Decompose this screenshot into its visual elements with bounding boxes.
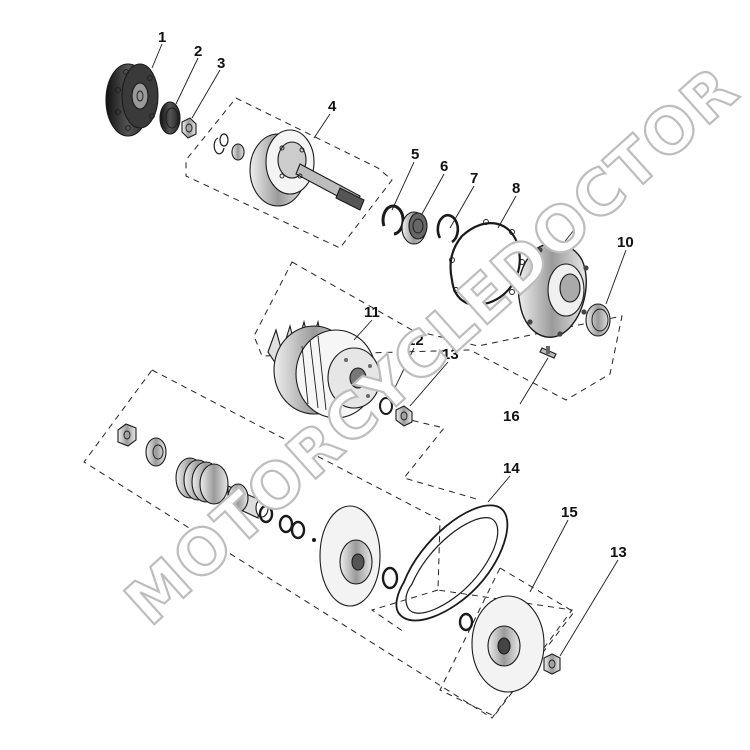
- part-lower-orings: [258, 504, 316, 542]
- callout-16: 16: [503, 408, 520, 425]
- group-outline-4: [185, 97, 393, 249]
- callout-13-lower: 13: [610, 544, 627, 561]
- part-12-washer: [379, 397, 393, 415]
- part-2-oil-seal: [159, 101, 181, 135]
- callout-3: 3: [217, 55, 225, 72]
- callout-1: 1: [158, 29, 166, 46]
- callout-14: 14: [503, 460, 520, 477]
- callout-15: 15: [561, 504, 578, 521]
- part-4-shaft-drum: [213, 129, 365, 211]
- part-6-bearing: [401, 211, 428, 245]
- part-9-gear-cover: [517, 241, 589, 338]
- part-13-nut-lower: [543, 653, 561, 675]
- part-13-nut-upper: [395, 405, 413, 427]
- group-outline-15: [439, 567, 575, 717]
- leader-lines: [151, 43, 627, 657]
- connector-lower-to-15: [370, 589, 439, 633]
- part-1-drive-flange: [105, 63, 159, 137]
- callout-11: 11: [364, 304, 380, 321]
- part-lower-spring: [175, 457, 229, 505]
- callout-10: 10: [617, 234, 634, 251]
- part-5-circlip: [381, 204, 405, 236]
- part-lower-collar: [227, 483, 269, 519]
- callout-5: 5: [411, 146, 419, 163]
- callout-4: 4: [328, 98, 337, 115]
- callout-13-upper: 13: [442, 346, 459, 363]
- part-7-circlip: [436, 214, 460, 244]
- callout-9: 9: [570, 214, 578, 231]
- part-15-driven-pulley: [458, 595, 545, 693]
- part-14-drive-belt: [395, 504, 509, 622]
- part-11-clutch-assembly: [267, 319, 381, 419]
- part-lower-bushing: [381, 566, 399, 590]
- part-3-nut: [181, 117, 197, 139]
- callout-8: 8: [512, 180, 520, 197]
- part-lower-nut: [117, 423, 137, 447]
- callout-12: 12: [407, 332, 424, 349]
- part-16-bolt: [539, 346, 557, 359]
- part-10-oil-seal: [585, 303, 611, 337]
- callout-7: 7: [470, 170, 478, 187]
- callout-numbers: 1 2 3 4 5 6 7 8 9 10 11 12 13 14 15 13 1…: [158, 29, 634, 561]
- part-lower-washer: [145, 437, 167, 467]
- callout-2: 2: [194, 43, 202, 60]
- connector-13-to-belt: [401, 417, 481, 501]
- callout-6: 6: [440, 158, 448, 175]
- part-8-gasket: [449, 219, 525, 307]
- part-lower-sheave: [319, 505, 381, 607]
- watermark: MOTORCYCLEDOCTOR: [111, 52, 750, 640]
- group-outline-lower: [83, 369, 573, 719]
